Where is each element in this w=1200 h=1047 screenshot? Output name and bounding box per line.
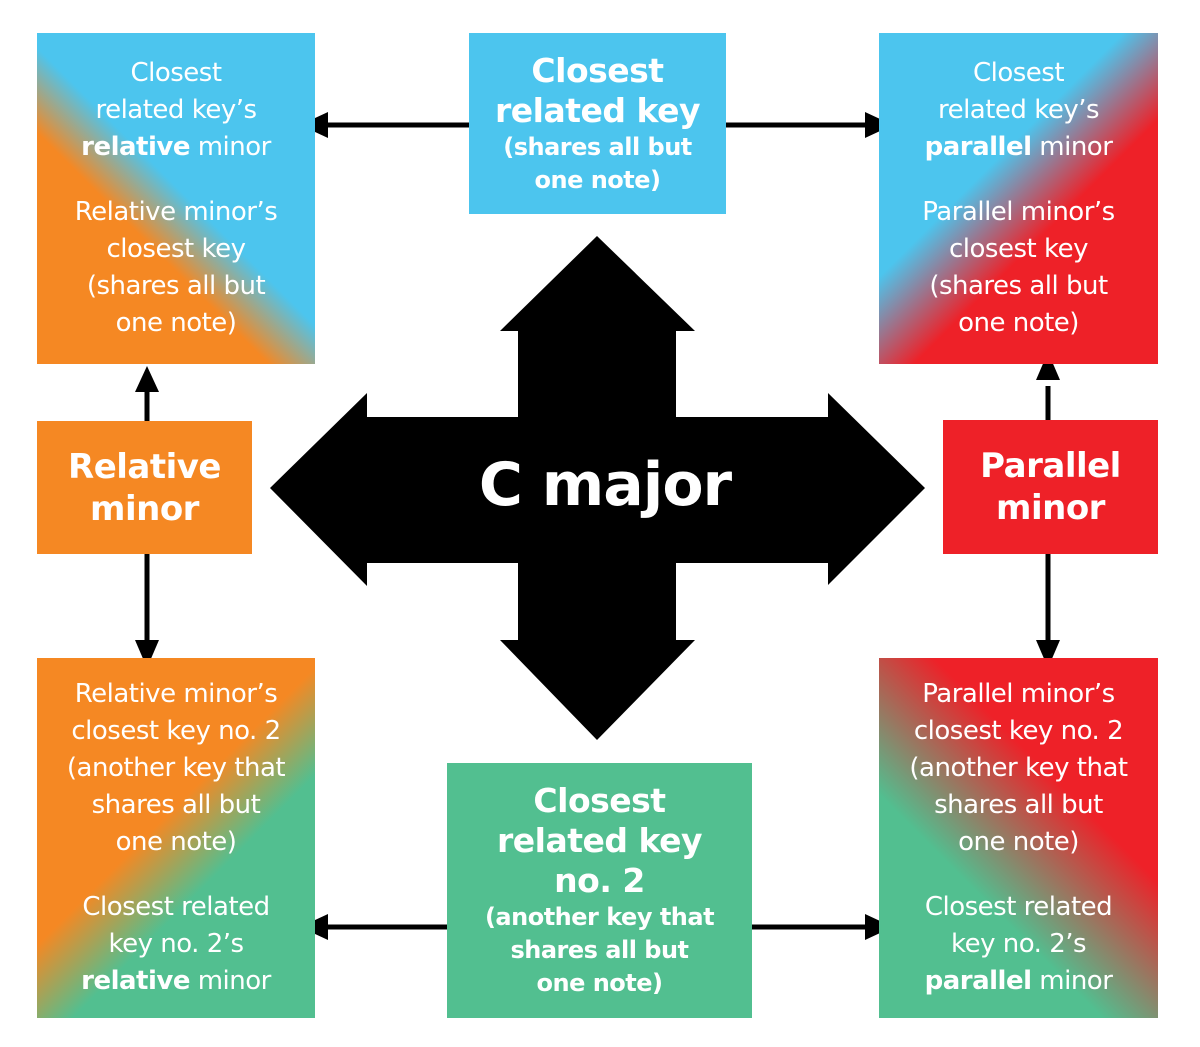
arrow-relative-minor-up: [135, 366, 159, 429]
title-line: Closest: [531, 50, 664, 90]
line: related key’s: [937, 95, 1100, 125]
line: closest key: [949, 234, 1089, 264]
four-way-arrow-icon: [270, 236, 925, 740]
line: shares all but: [91, 790, 261, 820]
line: related key’s: [95, 95, 257, 125]
line: Closest: [130, 58, 222, 88]
title-line: Parallel: [980, 446, 1121, 486]
line: relative minor: [81, 129, 271, 166]
line: relative minor: [81, 963, 271, 1000]
title-line: minor: [90, 488, 199, 529]
line: one note): [115, 827, 237, 857]
emphasis: relative: [81, 966, 190, 996]
title-line: Closest: [533, 781, 666, 820]
line: Closest related: [82, 892, 270, 922]
emphasis: parallel: [924, 966, 1032, 996]
line: (another key that: [909, 753, 1128, 783]
arrow-parallel-minor-down: [1036, 545, 1060, 668]
line: (another key that: [66, 753, 286, 783]
line-rest: minor: [1031, 132, 1113, 162]
line: Closest: [972, 58, 1065, 88]
line-rest: minor: [189, 966, 272, 996]
box-closest-key-relative-minor: Closest related key’s relative minor Rel…: [37, 33, 315, 364]
line: closest key: [106, 234, 247, 264]
subtitle-line: (another key that: [484, 903, 715, 931]
subtitle-line: (shares all but: [503, 132, 692, 161]
box-closest-related-key: Closest related key (shares all but one …: [469, 33, 726, 214]
line: Relative minor’s: [74, 197, 278, 227]
emphasis: relative: [81, 132, 190, 162]
subtitle-line: one note): [536, 969, 664, 997]
box-closest-related-key-2: Closest related key no. 2 (another key t…: [447, 763, 752, 1018]
line: key no. 2’s: [950, 929, 1087, 959]
arrow-to-top-right: [718, 112, 893, 138]
line: (shares all but: [929, 271, 1108, 301]
box-closest-key-parallel-minor: Closest related key’s parallel minor Par…: [879, 33, 1158, 364]
line: parallel minor: [925, 129, 1113, 166]
line: parallel minor: [925, 963, 1113, 1000]
box-relative-minor: Relative minor: [37, 421, 252, 554]
emphasis: parallel: [924, 132, 1032, 162]
line: (shares all but: [86, 271, 266, 301]
line: Parallel minor’s: [922, 197, 1115, 227]
box-parallel-minor: Parallel minor: [943, 420, 1158, 554]
title-line: related key: [495, 90, 700, 130]
title-line: minor: [996, 488, 1105, 528]
subtitle-line: one note): [534, 165, 662, 194]
arrow-to-bottom-left: [300, 914, 455, 940]
subtitle-line: shares all but: [510, 936, 689, 964]
box-closest-key-2-parallel-minor: Parallel minor’s closest key no. 2 (anot…: [879, 658, 1158, 1018]
arrow-to-bottom-right: [744, 914, 893, 940]
line: shares all but: [934, 790, 1103, 820]
title-line: Relative: [68, 446, 221, 487]
line-rest: minor: [189, 132, 272, 162]
center-key-label: C major: [478, 450, 732, 520]
line-rest: minor: [1031, 966, 1113, 996]
arrow-to-top-left: [300, 112, 477, 138]
arrow-relative-minor-down: [135, 546, 159, 668]
line: key no. 2’s: [108, 929, 244, 959]
title-line: no. 2: [554, 861, 645, 900]
line: closest key no. 2: [913, 716, 1124, 746]
line: closest key no. 2: [71, 716, 281, 746]
line: Parallel minor’s: [922, 679, 1115, 709]
line: one note): [115, 308, 237, 338]
line: Relative minor’s: [74, 679, 278, 709]
title-line: related key: [497, 821, 702, 860]
line: one note): [958, 827, 1079, 857]
line: one note): [958, 308, 1079, 338]
box-closest-key-2-relative-minor: Relative minor’s closest key no. 2 (anot…: [37, 658, 315, 1018]
line: Closest related: [924, 892, 1113, 922]
